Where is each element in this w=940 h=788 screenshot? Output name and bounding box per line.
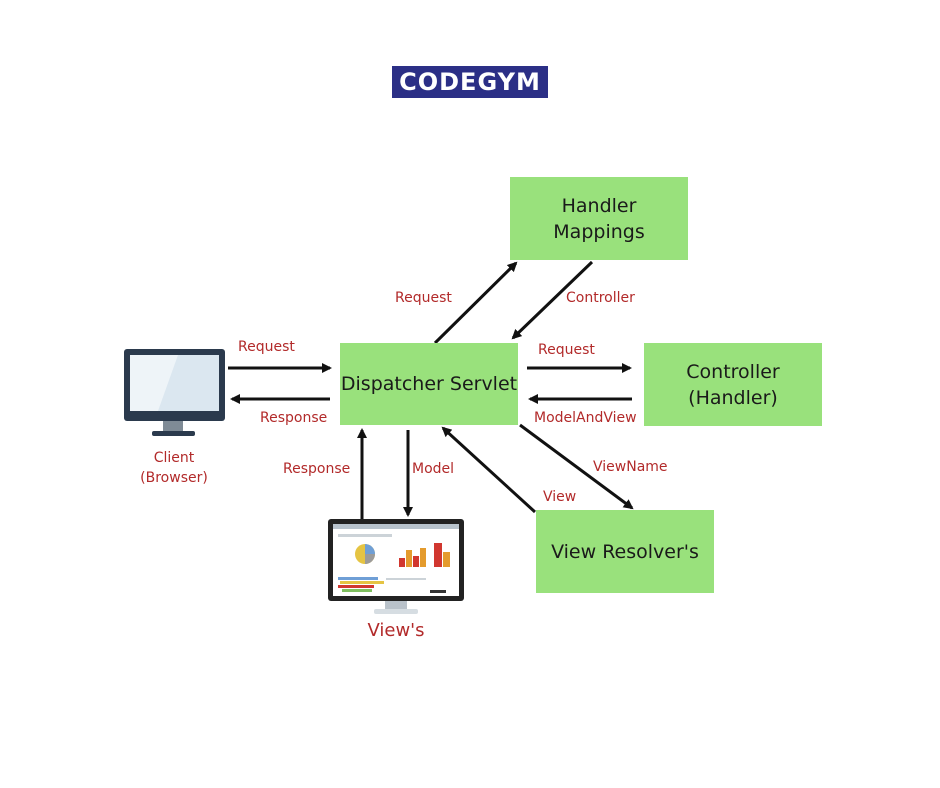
views-label: View's [367, 620, 425, 641]
edge-label-view-name: ViewName [593, 459, 668, 475]
edge-label-client-request: Request [238, 339, 295, 355]
arrow-view [441, 426, 537, 514]
client-label: Client (Browser) [140, 450, 208, 486]
edge-label-model: Model [412, 461, 455, 477]
edge-label-view: View [543, 489, 577, 505]
monitor-icon [124, 349, 225, 436]
arrow-handler-controller [511, 260, 594, 340]
edge-label-handler-request: Request [395, 290, 452, 306]
edge-label-model-and-view: ModelAndView [534, 410, 637, 426]
arrow-view-name [519, 423, 634, 510]
codegym-logo: CODEGYM [392, 66, 548, 98]
edge-label-view-response: Response [283, 461, 351, 477]
controller-box: Controller (Handler) [644, 343, 822, 426]
dispatcher-servlet-box: Dispatcher Servlet [340, 343, 518, 425]
dashboard-monitor-icon [328, 519, 464, 614]
arrow-handler-request [433, 261, 518, 345]
view-resolver-box: View Resolver's [536, 510, 714, 593]
handler-mappings-box: Handler Mappings [510, 177, 688, 260]
edge-label-client-response: Response [260, 410, 328, 426]
edge-label-handler-controller: Controller [566, 290, 635, 306]
edge-label-controller-request: Request [538, 342, 595, 358]
